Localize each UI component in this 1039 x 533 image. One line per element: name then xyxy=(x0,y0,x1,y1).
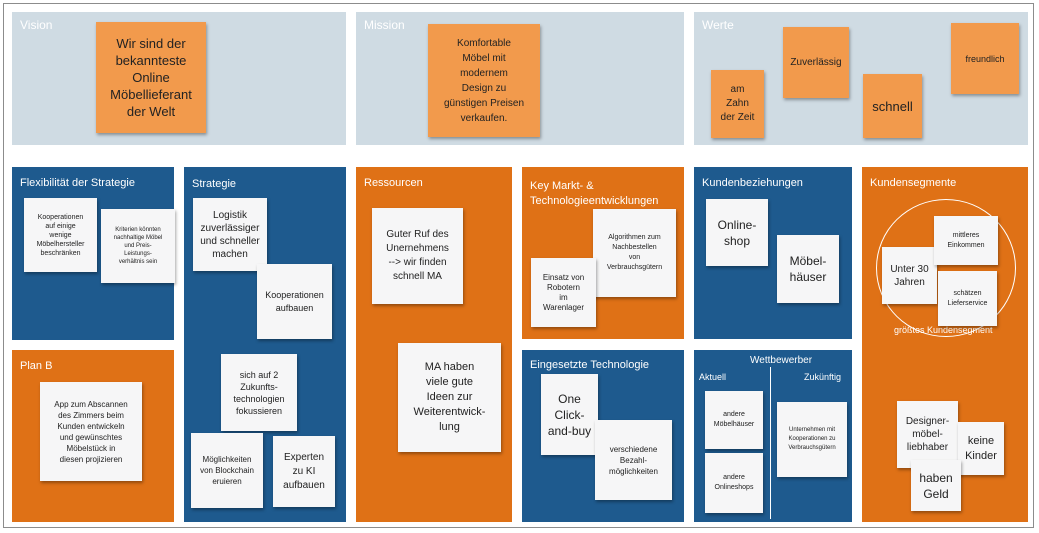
strategie-title: Strategie xyxy=(192,178,237,190)
planb-title: Plan B xyxy=(20,360,53,372)
flexibilitaet-note-kriterien[interactable]: Kriterien könnten nachhaltige Möbel und … xyxy=(101,209,175,283)
kundensegmente-panel: Kundensegmente größtes Kundensegment Unt… xyxy=(862,167,1028,522)
vision-title: Vision xyxy=(20,18,53,32)
strategie-note-kooperationen[interactable]: Kooperationen aufbauen xyxy=(257,264,332,339)
keymarkt-note-algorithmen[interactable]: Algorithmen zum Nachbestellen von Verbra… xyxy=(593,209,676,297)
werte-note-am-zahn[interactable]: am Zahn der Zeit xyxy=(711,70,764,138)
kundenbeziehungen-note-moebelhaeuser[interactable]: Möbel- häuser xyxy=(777,235,839,303)
wettbewerber-note-unternehmen[interactable]: Unternehmen mit Kooperationen zu Verbrau… xyxy=(777,402,847,477)
ressourcen-panel: Ressourcen Guter Ruf des Unernehmens -->… xyxy=(356,167,512,522)
wettbewerber-panel: Wettbewerber Aktuell Zukünftig andere Mö… xyxy=(694,350,852,522)
kundensegmente-note-keinekinder[interactable]: keine Kinder xyxy=(958,422,1004,475)
wettbewerber-zukuenftig-label: Zukünftig xyxy=(804,372,842,382)
kundenbeziehungen-panel: Kundenbeziehungen Online- shop Möbel- hä… xyxy=(694,167,852,339)
technologie-panel: Eingesetzte Technologie One Click- and-b… xyxy=(522,350,684,522)
mission-note[interactable]: Komfortable Möbel mit modernem Design zu… xyxy=(428,24,540,137)
werte-note-zuverlaessig[interactable]: Zuverlässig xyxy=(783,27,849,98)
strategie-panel: Strategie Logistik zuverlässiger und sch… xyxy=(184,167,346,522)
canvas-board: Vision Wir sind der bekannteste Online M… xyxy=(3,3,1034,528)
planb-note[interactable]: App zum Abscannen des Zimmers beim Kunde… xyxy=(40,382,142,481)
kundensegment-circle xyxy=(876,199,1016,337)
strategie-note-logistik[interactable]: Logistik zuverlässiger und schneller mac… xyxy=(193,198,267,271)
mission-title: Mission xyxy=(364,18,405,32)
wettbewerber-aktuell-label: Aktuell xyxy=(699,372,727,382)
strategie-note-blockchain[interactable]: Möglichkeiten von Blockchain eruieren xyxy=(191,433,263,508)
wettbewerber-note-moebelhaeuser[interactable]: andere Möbelhäuser xyxy=(705,391,763,449)
technologie-note-bezahl[interactable]: verschiedene Bezahl- möglichkeiten xyxy=(595,420,672,500)
kundensegmente-note-lieferservice[interactable]: schätzen Lieferservice xyxy=(938,271,997,326)
strategie-note-zukunft[interactable]: sich auf 2 Zukunfts- technologien fokuss… xyxy=(221,354,297,431)
flexibilitaet-title: Flexibilität der Strategie xyxy=(20,177,135,189)
wettbewerber-note-onlineshops[interactable]: andere Onlineshops xyxy=(705,453,763,513)
ressourcen-note-ruf[interactable]: Guter Ruf des Unernehmens --> wir finden… xyxy=(372,208,463,304)
kundensegmente-note-unter30[interactable]: Unter 30 Jahren xyxy=(882,247,937,304)
werte-note-schnell[interactable]: schnell xyxy=(863,74,922,138)
keymarkt-panel: Key Markt- & Technologieentwicklungen Al… xyxy=(522,167,684,339)
werte-panel: Werte am Zahn der Zeit Zuverlässig schne… xyxy=(694,12,1028,145)
kundenbeziehungen-note-onlineshop[interactable]: Online- shop xyxy=(706,199,768,266)
wettbewerber-title: Wettbewerber xyxy=(750,355,813,366)
technologie-note-oneclick[interactable]: One Click- and-buy xyxy=(541,374,598,455)
wettbewerber-divider xyxy=(770,367,771,519)
vision-note[interactable]: Wir sind der bekannteste Online Möbellie… xyxy=(96,22,206,133)
kundensegmente-note-einkommen[interactable]: mittleres Einkommen xyxy=(934,216,998,265)
strategie-note-ki[interactable]: Experten zu KI aufbauen xyxy=(273,436,335,507)
ressourcen-title: Ressourcen xyxy=(364,177,423,189)
werte-title: Werte xyxy=(702,18,734,32)
keymarkt-title: Key Markt- & Technologieentwicklungen xyxy=(530,180,659,207)
kundensegmente-title: Kundensegmente xyxy=(870,177,957,189)
kundensegment-circle-label: größtes Kundensegment xyxy=(894,325,993,335)
kundensegmente-note-designer[interactable]: Designer- möbel- liebhaber xyxy=(897,401,958,468)
technologie-title: Eingesetzte Technologie xyxy=(530,359,650,371)
planb-panel: Plan B App zum Abscannen des Zimmers bei… xyxy=(12,350,174,522)
kundensegmente-note-geld[interactable]: haben Geld xyxy=(911,460,961,511)
keymarkt-note-roboter[interactable]: Einsatz von Robotern im Warenlager xyxy=(531,258,596,327)
vision-panel: Vision Wir sind der bekannteste Online M… xyxy=(12,12,346,145)
flexibilitaet-panel: Flexibilität der Strategie Kooperationen… xyxy=(12,167,175,340)
flexibilitaet-note-kooperationen[interactable]: Kooperationen auf einige wenige Möbelher… xyxy=(24,198,97,272)
ressourcen-note-ideen[interactable]: MA haben viele gute Ideen zur Weiterentw… xyxy=(398,343,501,452)
kundenbeziehungen-title: Kundenbeziehungen xyxy=(702,177,803,189)
mission-panel: Mission Komfortable Möbel mit modernem D… xyxy=(356,12,684,145)
werte-note-freundlich[interactable]: freundlich xyxy=(951,23,1019,94)
